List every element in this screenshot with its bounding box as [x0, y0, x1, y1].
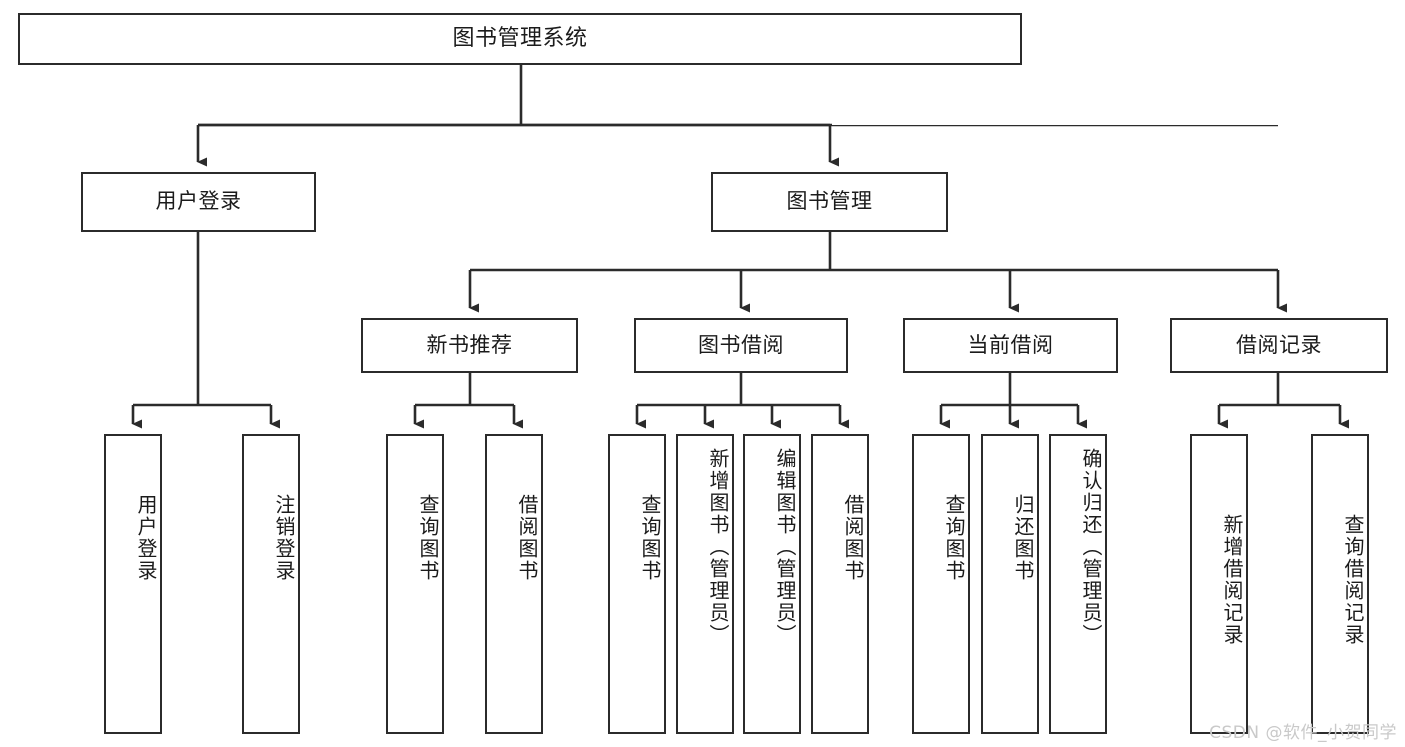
node-label: 借阅图书: [515, 494, 539, 582]
leaf-user-login[interactable]: 用户登录: [104, 434, 162, 734]
node-label: 图书管理: [786, 189, 873, 214]
leaf-add-borrow-record[interactable]: 新增借阅记录: [1190, 434, 1248, 734]
leaf-borrow-book[interactable]: 借阅图书: [811, 434, 869, 734]
node-label: 归还图书: [1011, 494, 1035, 582]
node-label: 确认归还（管理员）: [1079, 448, 1103, 646]
leaf-query-book-borrow[interactable]: 查询图书: [608, 434, 666, 734]
watermark-text: CSDN @软件_小贺同学: [1209, 723, 1397, 743]
leaf-edit-book-admin[interactable]: 编辑图书（管理员）: [743, 434, 801, 734]
node-label: 新增图书（管理员）: [706, 448, 730, 646]
node-label: 查询图书: [416, 494, 440, 582]
leaf-add-book-admin[interactable]: 新增图书（管理员）: [676, 434, 734, 734]
node-borrow-record[interactable]: 借阅记录: [1170, 318, 1388, 373]
node-label: 注销登录: [272, 494, 296, 582]
leaf-query-borrow-record[interactable]: 查询借阅记录: [1311, 434, 1369, 734]
node-book-management-system[interactable]: 图书管理系统: [18, 13, 1022, 65]
node-label: 借阅图书: [841, 494, 865, 582]
node-label: 图书管理系统: [452, 25, 588, 51]
leaf-query-book-recommend[interactable]: 查询图书: [386, 434, 444, 734]
node-label: 当前借阅: [967, 332, 1054, 357]
node-label: 查询借阅记录: [1341, 514, 1365, 646]
node-new-book-recommend[interactable]: 新书推荐: [361, 318, 578, 373]
leaf-return-book[interactable]: 归还图书: [981, 434, 1039, 734]
leaf-confirm-return-admin[interactable]: 确认归还（管理员）: [1049, 434, 1107, 734]
node-label: 借阅记录: [1236, 332, 1322, 357]
node-label: 编辑图书（管理员）: [773, 448, 797, 646]
leaf-query-book-current[interactable]: 查询图书: [912, 434, 970, 734]
leaf-borrow-book-recommend[interactable]: 借阅图书: [485, 434, 543, 734]
node-current-borrow[interactable]: 当前借阅: [903, 318, 1118, 373]
node-book-borrow[interactable]: 图书借阅: [634, 318, 848, 373]
node-label: 用户登录: [155, 189, 242, 214]
node-label: 新增借阅记录: [1220, 514, 1244, 646]
node-book-management[interactable]: 图书管理: [711, 172, 948, 232]
node-label: 查询图书: [942, 494, 966, 582]
node-label: 新书推荐: [426, 332, 513, 357]
node-user-login[interactable]: 用户登录: [81, 172, 316, 232]
leaf-logout[interactable]: 注销登录: [242, 434, 300, 734]
node-label: 用户登录: [134, 494, 158, 582]
node-label: 查询图书: [638, 494, 662, 582]
node-label: 图书借阅: [698, 332, 784, 357]
